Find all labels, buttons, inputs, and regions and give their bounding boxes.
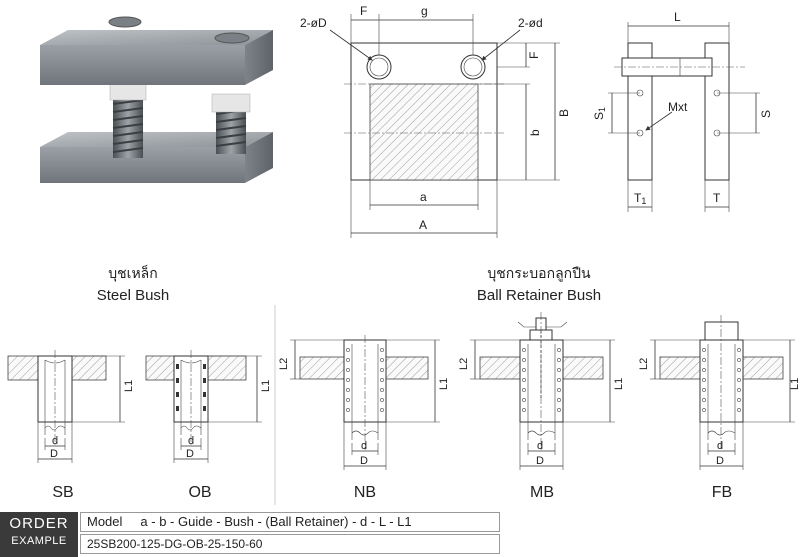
dim-S1-label: S1 — [592, 107, 607, 120]
nb-L2-label: L2 — [278, 358, 290, 370]
dim-2D-label: 2-øD — [300, 16, 327, 30]
dim-F-side-label: F — [527, 52, 541, 59]
sb-L1-label: L1 — [123, 380, 135, 392]
steel-bush-thai-title: บุชเหล็ก — [108, 264, 157, 282]
bush-nb-section: L2 L1 d D NB — [278, 335, 450, 501]
fb-L1-label: L1 — [789, 378, 800, 390]
mb-code-label: MB — [530, 484, 554, 501]
model-format-row: Model a - b - Guide - Bush - (Ball Retain… — [80, 512, 500, 532]
order-subtitle: EXAMPLE — [11, 535, 67, 547]
nb-code-label: NB — [354, 484, 376, 501]
bush-sb-section: L1 d D SB — [7, 350, 135, 501]
nb-L1-label: L1 — [438, 378, 450, 390]
dim-F-label: F — [360, 4, 367, 18]
dim-S-label: S — [759, 110, 773, 118]
sb-d-label: d — [52, 435, 58, 447]
order-example-code: 25SB200-125-DG-OB-25-150-60 — [80, 534, 500, 554]
bush-fb-section: L2 L1 d D FB — [638, 315, 800, 501]
ob-L1-label: L1 — [260, 380, 272, 392]
dim-B-label: B — [557, 109, 571, 117]
dim-a-label: a — [420, 190, 427, 204]
plan-view: F g 2-øD 2-ød F B b a A — [300, 4, 571, 238]
fb-code-label: FB — [712, 484, 732, 501]
ob-D-label: D — [186, 448, 194, 460]
model-format: a - b - Guide - Bush - (Ball Retainer) -… — [140, 514, 412, 529]
nb-d-label: d — [361, 440, 367, 452]
dim-Mxt-label: Mxt — [668, 100, 688, 114]
bush-ob-section: L1 d D OB — [145, 350, 272, 501]
mb-d-label: d — [537, 440, 543, 452]
order-example-badge: ORDER EXAMPLE — [0, 512, 78, 557]
dim-L-label: L — [674, 10, 681, 24]
dim-T1-label: T1 — [634, 191, 646, 206]
dim-b-label: b — [528, 129, 542, 136]
nb-D-label: D — [360, 455, 368, 467]
ob-code-label: OB — [188, 484, 211, 501]
die-set-3d-render — [40, 16, 273, 183]
order-title: ORDER — [9, 515, 69, 532]
mb-L1-label: L1 — [613, 378, 625, 390]
mb-D-label: D — [536, 455, 544, 467]
ob-d-label: d — [188, 435, 194, 447]
dim-g-label: g — [421, 4, 428, 18]
fb-D-label: D — [716, 455, 724, 467]
mb-L2-label: L2 — [458, 358, 470, 370]
ball-bush-thai-title: บุชกระบอกลูกปืน — [487, 265, 591, 282]
steel-bush-title: Steel Bush — [97, 287, 170, 304]
side-view: L S1 Mxt S T1 T — [592, 10, 773, 212]
dim-A-label: A — [419, 218, 427, 232]
sb-code-label: SB — [52, 484, 73, 501]
sb-D-label: D — [50, 448, 58, 460]
bush-mb-section: L2 L1 d D MB — [458, 312, 625, 501]
fb-L2-label: L2 — [638, 358, 650, 370]
dim-2d-label: 2-ød — [518, 16, 543, 30]
fb-d-label: d — [717, 440, 723, 452]
dim-T-label: T — [713, 191, 721, 205]
ball-bush-title: Ball Retainer Bush — [477, 287, 601, 304]
model-label: Model — [87, 514, 123, 529]
